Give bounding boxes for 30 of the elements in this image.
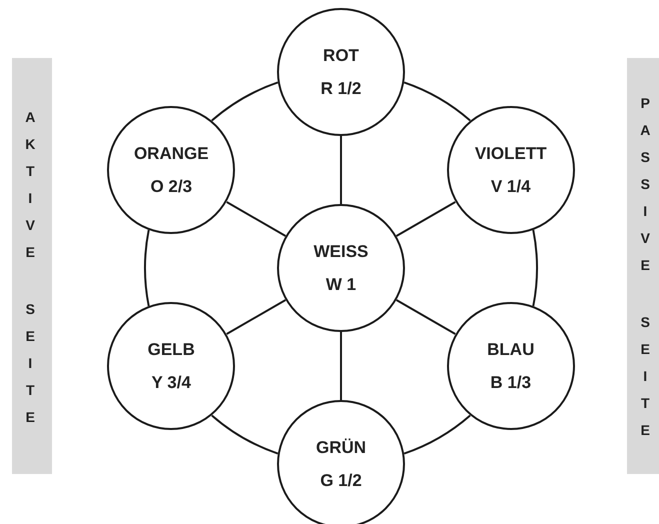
connector-line — [340, 136, 342, 204]
connector-line — [396, 201, 456, 237]
connector-line — [340, 332, 342, 400]
color-code: G 1/2 — [320, 470, 362, 492]
side-label: SEITE — [640, 313, 650, 440]
color-name: ORANGE — [134, 143, 209, 165]
color-name: WEISS — [314, 241, 368, 263]
color-code: R 1/2 — [320, 78, 362, 100]
color-code: O 2/3 — [150, 176, 192, 198]
connector-line — [226, 201, 286, 237]
side-label: SEITE — [25, 300, 36, 427]
side-label: AKTIVE — [25, 108, 36, 262]
side-label: PASSIVE — [640, 94, 650, 275]
connector-line — [396, 299, 456, 335]
connector-line — [226, 299, 286, 335]
connector-line — [404, 414, 471, 454]
color-name: ROT — [323, 45, 359, 67]
color-name: GRÜN — [316, 437, 366, 459]
color-code: W 1 — [326, 274, 356, 296]
connector-line — [144, 230, 150, 306]
connector-line — [532, 230, 538, 306]
color-code: B 1/3 — [490, 372, 532, 394]
color-name: VIOLETT — [474, 143, 547, 165]
color-name: BLAU — [487, 339, 534, 361]
color-name: GELB — [148, 339, 195, 361]
color-code: Y 3/4 — [152, 372, 191, 394]
color-code: V 1/4 — [490, 176, 531, 198]
connector-line — [211, 414, 278, 454]
connector-line — [404, 82, 471, 122]
connector-line — [211, 82, 278, 122]
